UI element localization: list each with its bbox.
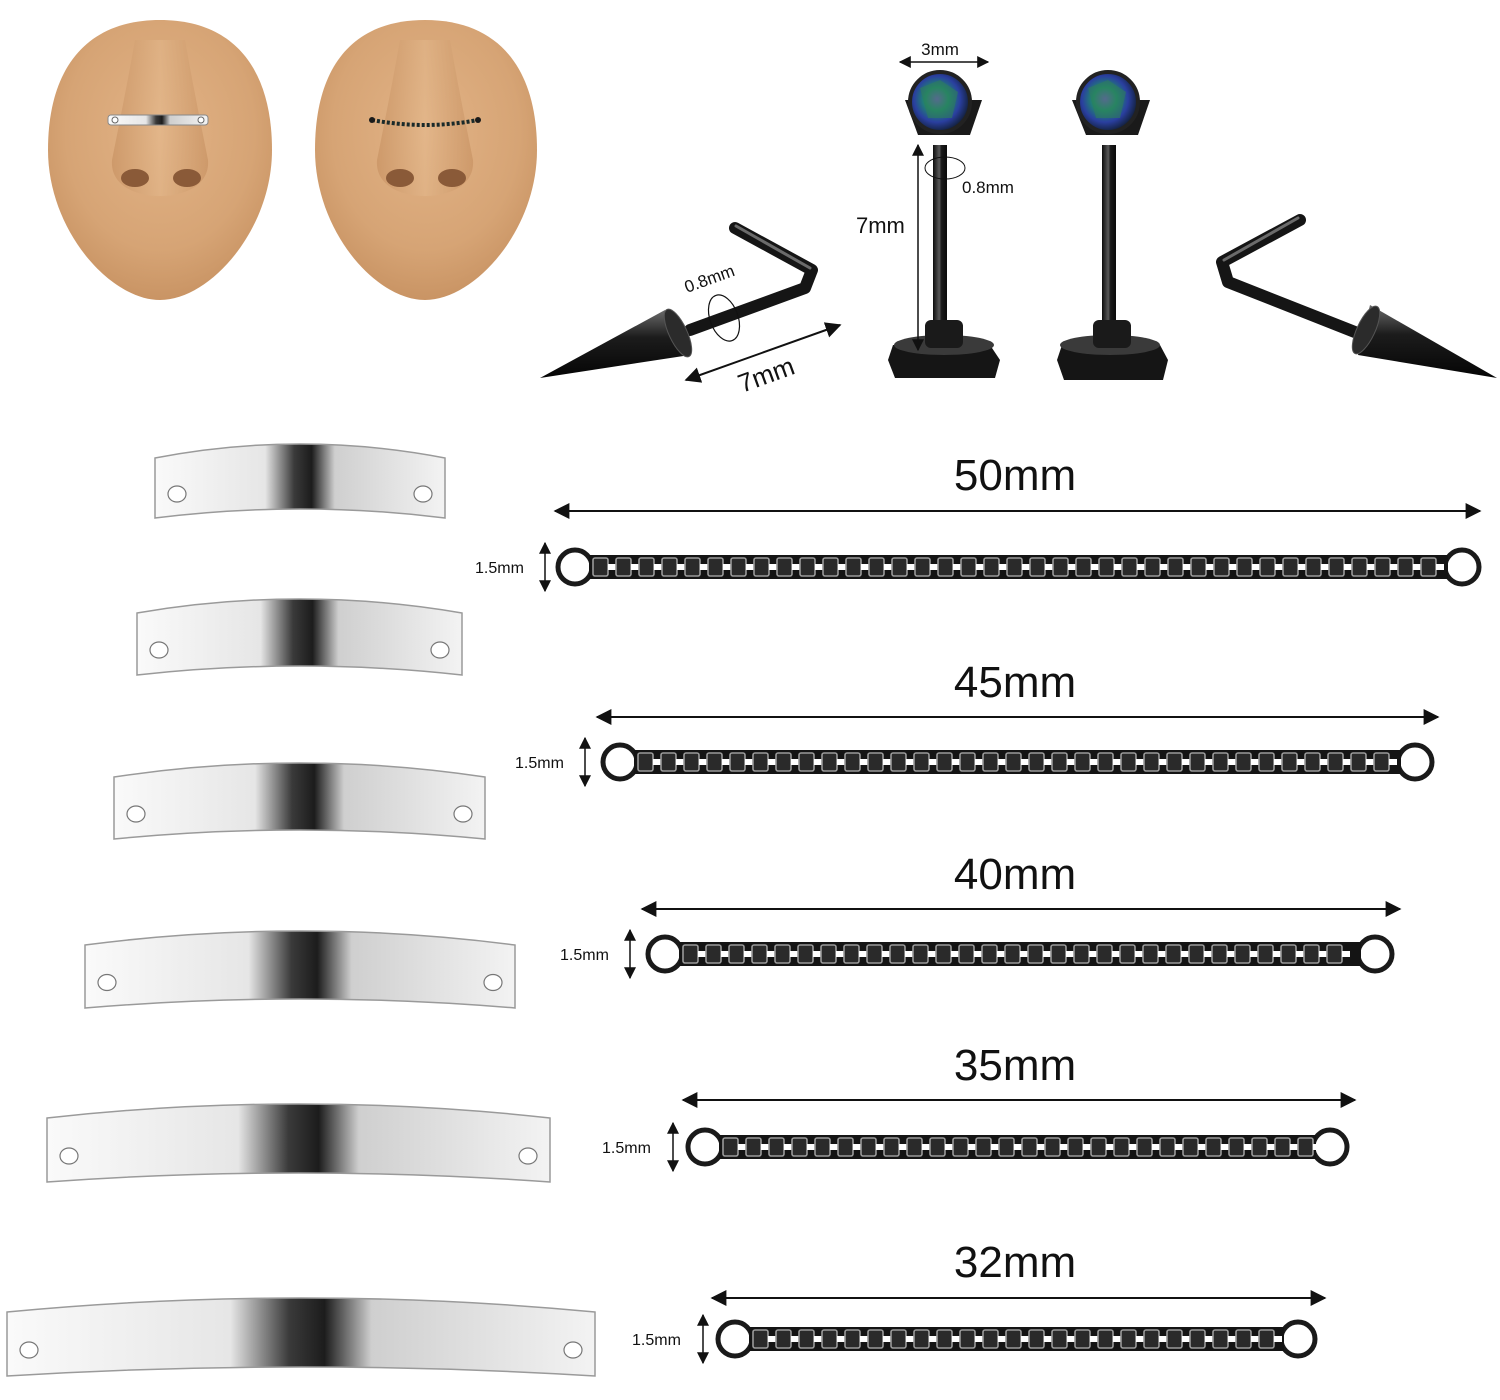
- jump-ring-icon: [715, 1319, 755, 1359]
- jump-ring-icon: [1395, 742, 1435, 782]
- bar-hole-icon: [19, 1341, 39, 1359]
- spike-screw-right: [1216, 214, 1497, 378]
- bar-hole-icon: [518, 1147, 538, 1165]
- spike-screw-left: [540, 222, 842, 383]
- label-screw-gauge: 0.8mm: [682, 261, 737, 297]
- silver-bars: [6, 443, 596, 1377]
- chain-thickness-label-0: 1.5mm: [475, 560, 524, 577]
- label-pin-length: 7mm: [856, 213, 905, 238]
- model-head-right: [315, 20, 537, 300]
- chain-0: [539, 503, 1482, 593]
- jump-ring-icon: [1355, 934, 1395, 974]
- bar-hole-icon: [59, 1147, 79, 1165]
- bar-hole-icon: [149, 641, 169, 659]
- bar-hole-icon: [413, 485, 433, 503]
- silver-bar-5: [6, 1297, 596, 1377]
- silver-bar-1: [136, 598, 463, 676]
- silver-bar-3: [84, 930, 516, 1009]
- chain-length-label-0: 50mm: [954, 451, 1076, 500]
- bar-hole-icon: [167, 485, 187, 503]
- chain-length-label-4: 32mm: [954, 1238, 1076, 1287]
- bar-hole-icon: [430, 641, 450, 659]
- chain-3: [667, 1092, 1357, 1173]
- silver-bar-2: [113, 762, 486, 840]
- label-pin-gauge: 0.8mm: [962, 178, 1014, 197]
- jump-ring-icon: [1442, 547, 1482, 587]
- bridge-chain-black: [371, 118, 479, 127]
- label-screw-length: 7mm: [734, 351, 799, 399]
- jump-ring-icon: [1278, 1319, 1318, 1359]
- bar-hole-icon: [483, 973, 503, 992]
- chain-1: [579, 709, 1440, 788]
- chain-thickness-label-1: 1.5mm: [515, 755, 564, 772]
- chain-thickness-label-3: 1.5mm: [602, 1140, 651, 1157]
- chains: 50mm 45mm 40mm 35mm 32mm 1.5mm 1.5mm 1.5…: [475, 451, 1482, 1365]
- chain-length-label-2: 40mm: [954, 850, 1076, 899]
- chain-length-label-3: 35mm: [954, 1041, 1076, 1090]
- bar-hole-icon: [97, 973, 117, 992]
- chain-length-label-1: 45mm: [954, 658, 1076, 707]
- chain-thickness-label-4: 1.5mm: [632, 1332, 681, 1349]
- bar-hole-icon: [563, 1341, 583, 1359]
- silver-bar-4: [46, 1103, 551, 1183]
- chain-4: [697, 1290, 1327, 1365]
- jump-ring-icon: [685, 1127, 725, 1167]
- silver-bar-0: [154, 443, 446, 519]
- bar-hole-icon: [453, 805, 473, 823]
- model-head-left: [48, 20, 272, 300]
- labret-gem-right: [1057, 70, 1168, 380]
- chain-thickness-label-2: 1.5mm: [560, 947, 609, 964]
- chain-2: [624, 901, 1402, 980]
- labret-gem-left: [888, 56, 1000, 378]
- jump-ring-icon: [645, 934, 685, 974]
- bridge-bar-silver: [107, 114, 209, 126]
- jump-ring-icon: [555, 547, 595, 587]
- bar-hole-icon: [126, 805, 146, 823]
- jump-ring-icon: [600, 742, 640, 782]
- label-stone-diameter: 3mm: [921, 40, 959, 59]
